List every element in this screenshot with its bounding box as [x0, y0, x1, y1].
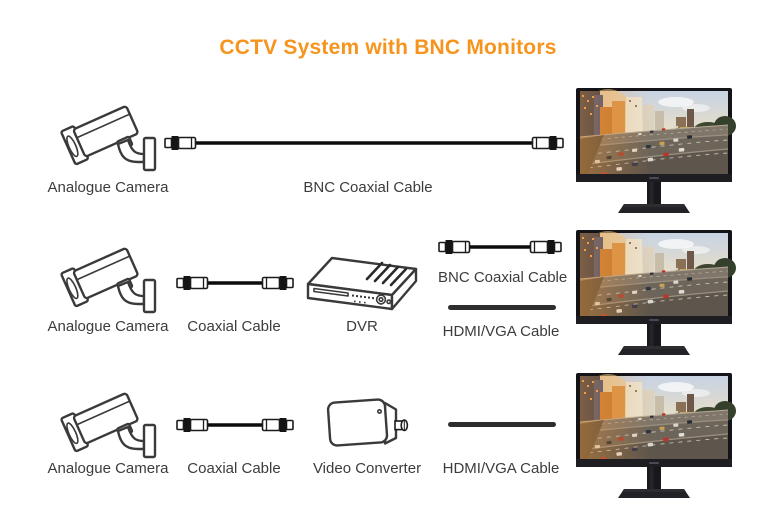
analogue-camera-icon [59, 243, 157, 314]
hdmi-vga-cable-label: HDMI/VGA Cable [442, 460, 560, 477]
dvr-label: DVR [346, 318, 378, 335]
analogue-camera-icon [59, 101, 157, 172]
coaxial-cable-label: Coaxial Cable [187, 460, 281, 477]
bnc-monitor-icon [575, 87, 737, 214]
coaxial-cable-icon [176, 417, 294, 433]
bnc-coaxial-cable-label: BNC Coaxial Cable [303, 179, 433, 196]
bnc-coaxial-cable-icon [438, 239, 562, 255]
bnc-monitor-icon [575, 372, 737, 499]
bnc-monitor-icon [575, 229, 737, 356]
analogue-camera-label: Analogue Camera [47, 460, 169, 477]
coaxial-cable-label: Coaxial Cable [187, 318, 281, 335]
page-title: CCTV System with BNC Monitors [219, 36, 557, 59]
dvr-icon [306, 256, 418, 311]
analogue-camera-icon [59, 388, 157, 459]
video-converter-label: Video Converter [312, 460, 422, 477]
hdmi-vga-cable-label: HDMI/VGA Cable [442, 323, 560, 340]
coaxial-cable-icon [176, 275, 294, 291]
hdmi-vga-cable-icon [448, 422, 556, 427]
bnc-coaxial-cable-label: BNC Coaxial Cable [438, 269, 568, 286]
bnc-coaxial-cable-icon [164, 135, 564, 151]
video-converter-icon [326, 397, 409, 448]
hdmi-vga-cable-icon [448, 305, 556, 310]
analogue-camera-label: Analogue Camera [47, 179, 169, 196]
analogue-camera-label: Analogue Camera [47, 318, 169, 335]
